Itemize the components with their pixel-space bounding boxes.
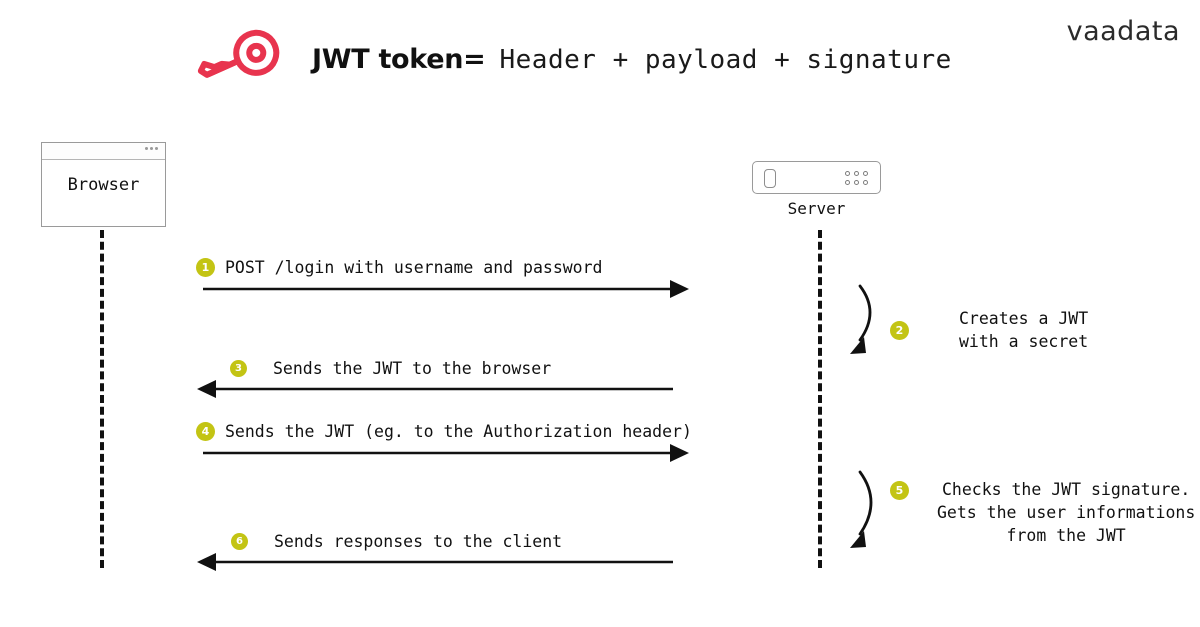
step-badge-4: 4 [196, 422, 215, 441]
browser-node: Browser [41, 142, 166, 227]
message-label-3: 3 Sends the JWT to the browser [230, 359, 551, 378]
self-note-text-2: Creates a JWT with a secret [959, 309, 1089, 351]
step-badge-1: 1 [196, 258, 215, 277]
self-note-text-5: Checks the JWT signature. Gets the user … [937, 480, 1196, 545]
self-loop-arrow-2 [850, 284, 872, 354]
message-label-6: 6 Sends responses to the client [231, 532, 562, 551]
self-note-2: 2 Creates a JWT with a secret [890, 307, 1088, 353]
step-badge-2: 2 [890, 320, 909, 340]
message-text-1: POST /login with username and password [225, 258, 603, 277]
message-text-4: Sends the JWT (eg. to the Authorization … [225, 422, 692, 441]
title-strong: JWT token= [312, 44, 486, 75]
message-text-6: Sends responses to the client [274, 532, 563, 551]
server-label: Server [787, 199, 846, 218]
step-badge-5: 5 [890, 481, 909, 500]
browser-titlebar [42, 143, 165, 160]
title-formula: Header + payload + signature [499, 45, 952, 75]
server-node [752, 161, 881, 194]
message-arrow-4 [203, 444, 689, 462]
message-arrow-1 [203, 280, 689, 298]
server-led-icon [764, 169, 776, 188]
window-dots-icon [145, 147, 158, 150]
server-ports-icon [845, 171, 869, 186]
key-icon [197, 29, 280, 78]
page-title: JWT token= Header + payload + signature [312, 44, 952, 75]
lifeline-server [818, 230, 822, 568]
lifeline-browser [100, 230, 104, 568]
message-arrow-3 [197, 380, 673, 398]
self-note-5: 5 Checks the JWT signature. Gets the use… [890, 478, 1195, 547]
browser-label: Browser [67, 175, 140, 195]
message-label-1: 1 POST /login with username and password [196, 258, 603, 277]
self-loop-arrow-5 [850, 470, 873, 548]
message-arrow-6 [197, 553, 673, 571]
step-badge-6: 6 [231, 533, 248, 550]
brand-logo: vaadata [1066, 16, 1180, 47]
message-label-4: 4 Sends the JWT (eg. to the Authorizatio… [196, 422, 692, 441]
message-text-3: Sends the JWT to the browser [273, 359, 552, 378]
step-badge-3: 3 [230, 360, 247, 377]
